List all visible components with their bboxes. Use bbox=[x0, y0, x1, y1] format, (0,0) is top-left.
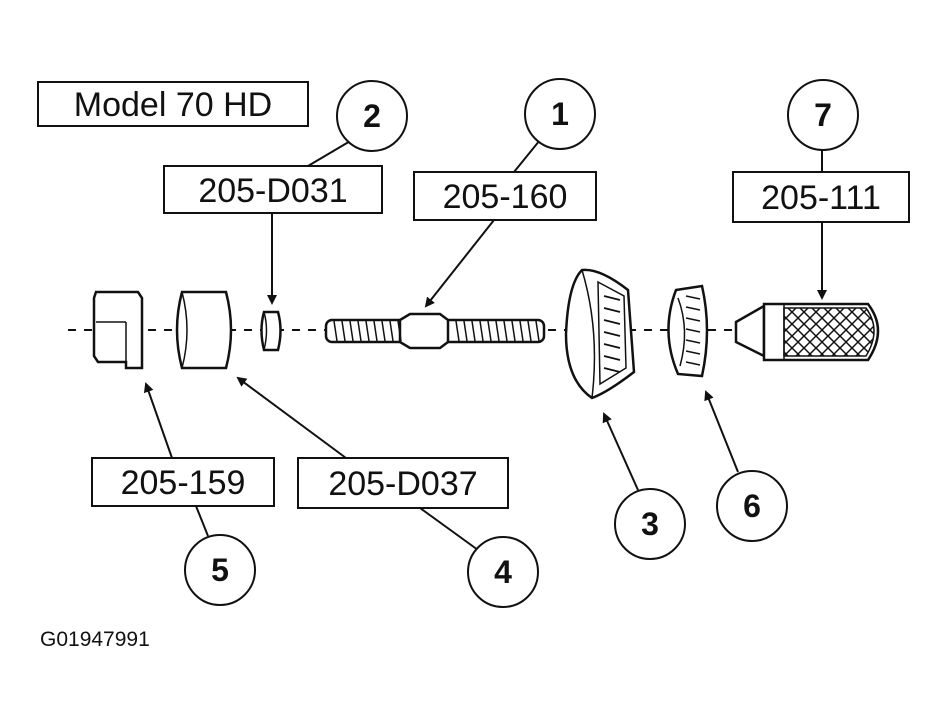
callout-6: 6 bbox=[704, 390, 788, 542]
part-7-knurled-driver bbox=[734, 302, 880, 362]
callout-7: 205-111 7 bbox=[732, 79, 910, 300]
callout-number-2: 2 bbox=[363, 98, 381, 134]
callout-4: 205-D037 4 bbox=[236, 376, 539, 608]
tool-label-205-D037: 205-D037 bbox=[328, 465, 477, 503]
part-3-bearing-cup bbox=[564, 268, 636, 400]
part-5-adapter bbox=[92, 290, 144, 370]
callout-2: 205-D031 2 bbox=[163, 80, 408, 305]
callout-3: 3 bbox=[602, 412, 686, 560]
callout-1: 205-160 1 bbox=[413, 78, 597, 308]
figure-id: G01947991 bbox=[40, 628, 150, 651]
callout-number-4: 4 bbox=[494, 554, 512, 590]
callout-number-7: 7 bbox=[814, 97, 832, 133]
callout-5: 205-159 5 bbox=[91, 382, 275, 606]
model-title: Model 70 HD bbox=[74, 86, 272, 124]
callout-number-1: 1 bbox=[551, 96, 569, 132]
part-4-cylinder bbox=[175, 290, 233, 370]
part-6-bearing-cone bbox=[667, 284, 709, 378]
tool-label-205-D031: 205-D031 bbox=[198, 172, 347, 210]
callout-number-5: 5 bbox=[211, 552, 229, 588]
callout-number-6: 6 bbox=[743, 488, 761, 524]
model-title-box: Model 70 HD bbox=[37, 81, 309, 127]
tool-label-205-111: 205-111 bbox=[761, 179, 881, 217]
tool-label-205-160: 205-160 bbox=[443, 178, 568, 216]
tool-label-205-159: 205-159 bbox=[121, 464, 246, 502]
part-2-disc bbox=[260, 310, 282, 352]
part-1-threaded-rod bbox=[324, 312, 546, 350]
callout-number-3: 3 bbox=[641, 506, 659, 542]
